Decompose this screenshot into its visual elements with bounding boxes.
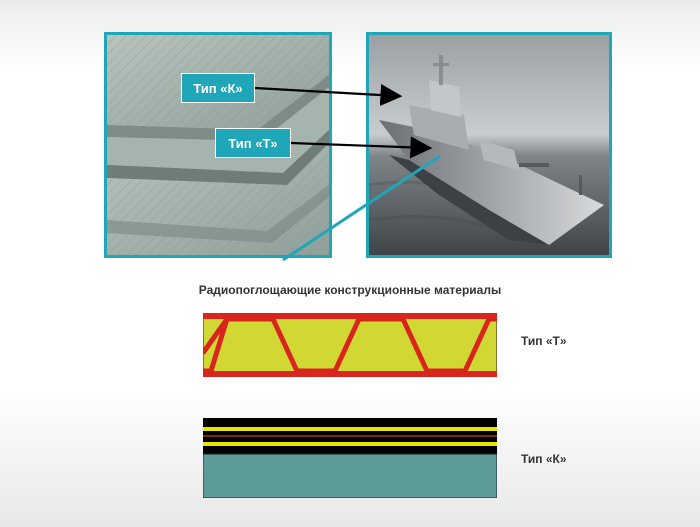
type-k-label: Тип «К» [181,73,255,103]
layered-diagram [202,418,498,499]
type-t-label: Тип «Т» [215,128,291,158]
layered-type-label: Тип «К» [521,452,567,466]
truss-core-diagram [200,312,498,378]
warship-photo [366,32,612,258]
truss-type-label: Тип «Т» [521,334,567,348]
caption: Радиопоглощающие конструкционные материа… [198,283,502,297]
